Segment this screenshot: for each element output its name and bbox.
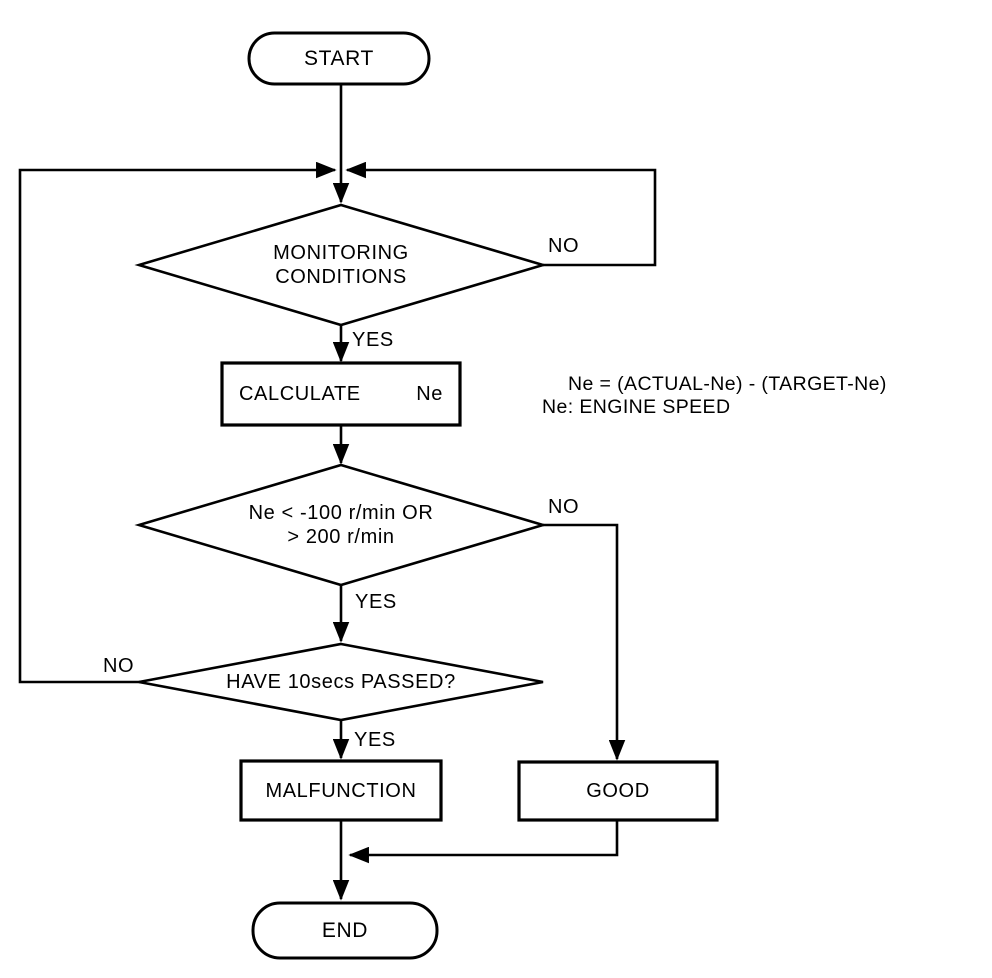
calculate-label: CALCULATE [239,382,361,405]
timer-decision-label: HAVE 10secs PASSED? [226,671,456,693]
threshold-line2: > 200 r/min [287,526,395,548]
connector-threshold-no-to-good [543,523,626,761]
timer-decision-shape [138,642,544,722]
monitoring-line2: CONDITIONS [275,266,407,288]
threshold-decision-label: Ne < -100 r/min OR > 200 r/min [139,465,543,585]
threshold-yes-label: YES [355,591,397,613]
monitoring-no-label: NO [548,235,580,257]
malfunction-process-shape [239,759,443,822]
connector-monitoring-no-loop [345,161,657,267]
start-terminator-shape [247,31,431,86]
good-label: GOOD [586,780,650,802]
calculate-process-label: CALCULATE Ne [222,363,460,425]
good-process-shape [517,760,719,822]
threshold-line1: Ne < -100 r/min OR [248,502,434,524]
monitoring-decision-shape [134,203,548,327]
note-formula: Ne = (ACTUAL-Ne) - (TARGET-Ne) [568,373,887,395]
connector-good-to-end-junction [348,820,619,864]
monitoring-decision-label: MONITORING CONDITIONS [139,205,543,325]
threshold-no-label: NO [548,496,580,518]
start-label: START [304,46,374,70]
malfunction-label: MALFUNCTION [265,779,417,802]
timer-no-label: NO [103,655,135,677]
calculate-variable: Ne [416,382,443,405]
note-definition: Ne: ENGINE SPEED [542,396,731,418]
monitoring-line1: MONITORING [273,242,409,264]
calculate-process-shape [220,361,462,427]
timer-yes-label: YES [354,729,396,751]
end-label: END [321,918,369,942]
threshold-decision-shape [134,463,548,587]
end-terminator-shape [251,901,439,960]
monitoring-yes-label: YES [352,329,394,351]
connector-timer-no-loop [18,161,337,684]
